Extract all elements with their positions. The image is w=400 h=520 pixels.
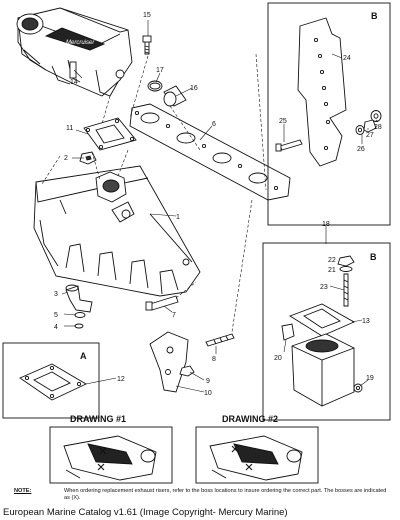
callout-28: 28: [374, 124, 382, 131]
callout-4: 4: [54, 324, 58, 331]
callout-1: 1: [176, 214, 180, 221]
callout-6: 6: [212, 121, 216, 128]
detail-box-b-top: [267, 2, 391, 226]
clamp-part-17: [147, 80, 163, 92]
exhaust-manifold-part-1: [33, 165, 201, 297]
callout-24: 24: [343, 55, 351, 62]
callout-12: 12: [117, 376, 125, 383]
drawing-1-elbow: [63, 435, 157, 481]
washer-part-5: [74, 312, 86, 318]
detail-box-b-mid: [262, 242, 391, 421]
callout-11: 11: [66, 125, 73, 132]
svg-text:Mercruiser: Mercruiser: [66, 40, 95, 46]
box-label-b-top: B: [371, 11, 378, 21]
callout-8: 8: [212, 356, 216, 363]
washer-part-26: [355, 125, 365, 135]
box-label-b-mid: B: [370, 252, 377, 262]
mounting-plate-part-24: [297, 17, 347, 167]
image-caption: European Marine Catalog v1.61 (Image Cop…: [3, 507, 288, 518]
note-label: NOTE:: [14, 488, 32, 494]
callout-26: 26: [357, 146, 365, 153]
callout-19: 19: [366, 375, 374, 382]
bolt-part-15: [142, 35, 152, 55]
callout-10: 10: [204, 390, 212, 397]
gasket-part-13: [288, 303, 356, 337]
callout-2: 2: [64, 155, 68, 162]
callout-22: 22: [328, 257, 336, 264]
note-text: When ordering replacement exhaust risers…: [64, 488, 387, 501]
nut-part-9: [179, 365, 195, 377]
callout-15: 15: [143, 12, 151, 19]
callout-17: 17: [156, 67, 164, 74]
callout-21: 21: [328, 267, 336, 274]
manifold-gasket-part-6: [129, 103, 291, 201]
callout-9: 9: [206, 378, 210, 385]
stud-part-23: [343, 273, 349, 307]
stud-part-8: [205, 333, 235, 347]
callout-23: 23: [320, 284, 328, 291]
callout-13: 13: [362, 318, 370, 325]
drawing-2-box: [195, 426, 319, 484]
box-label-a: A: [80, 351, 87, 361]
callout-20: 20: [274, 355, 282, 362]
drawing-1-box: [49, 426, 173, 484]
callout-14: 14: [70, 79, 78, 86]
drawing-2-title: DRAWING #2: [222, 414, 278, 424]
gasket-part-12: [19, 363, 87, 401]
o-ring-part-4: [74, 323, 84, 329]
callout-5: 5: [54, 312, 58, 319]
callout-16: 16: [190, 85, 198, 92]
nut-part-22: [337, 255, 355, 267]
detail-box-a: [2, 342, 100, 419]
gasket-part-11: [83, 117, 137, 151]
exhaust-elbow-part-14: Mercruiser: [16, 7, 133, 97]
nut-part-2: [79, 151, 97, 165]
callout-25: 25: [279, 118, 287, 125]
spacer-part-18: [291, 333, 355, 407]
bolt-part-25: [275, 139, 303, 152]
elbow-fitting-part-3: [65, 284, 93, 313]
washer-part-28: [370, 110, 382, 122]
bracket-part-10: [149, 331, 189, 393]
callout-27: 27: [366, 132, 374, 139]
callout-18: 18: [322, 221, 330, 228]
callout-3: 3: [54, 291, 58, 298]
pipe-part-16: [163, 85, 187, 107]
nut-part-27: [363, 119, 377, 133]
washer-part-21: [339, 266, 353, 272]
drawing-2-elbow: [209, 435, 303, 481]
bolt-part-7: [145, 295, 179, 311]
plug-part-20: [281, 323, 295, 341]
drawing-1-title: DRAWING #1: [70, 414, 126, 424]
callout-7: 7: [172, 312, 176, 319]
